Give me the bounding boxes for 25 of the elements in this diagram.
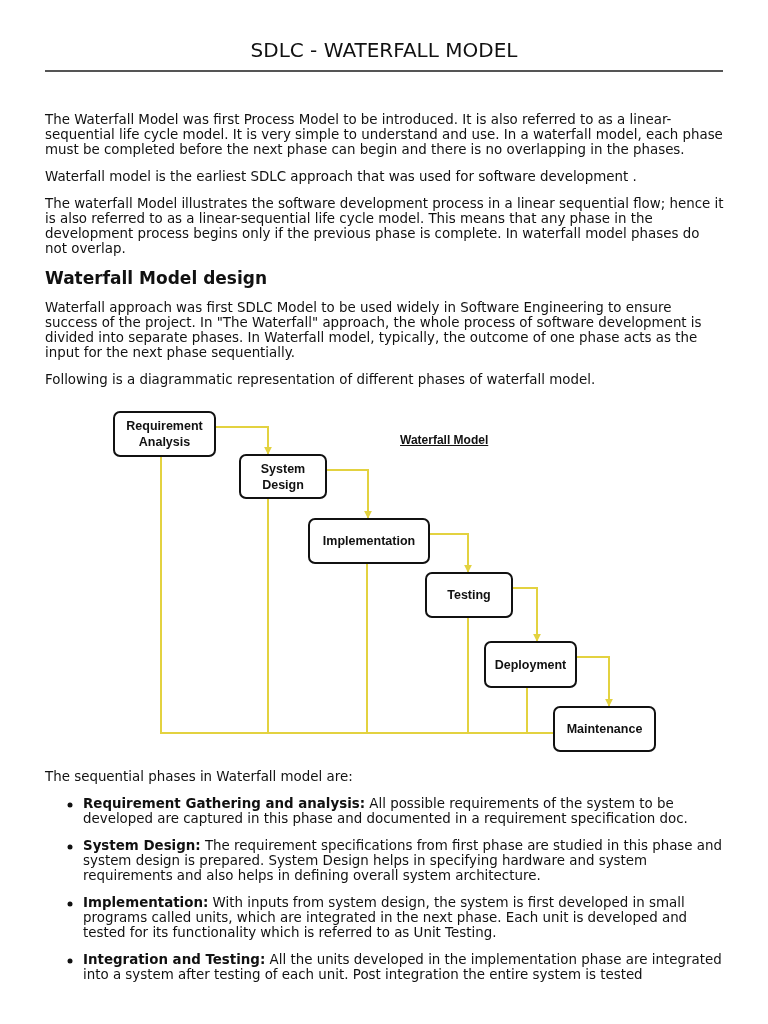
connector-line xyxy=(526,687,554,734)
paragraph: The Waterfall Model was first Process Model to be introduced. It is also referred to as a linear-sequential life cycle model. It is very simple to understand and use. In a waterfall model, each phase must be completed before the next phase can begin and there is no overlapping in the phases. xyxy=(45,112,724,157)
process-box: Maintenance xyxy=(553,706,656,752)
process-box: System Design xyxy=(239,454,327,499)
arrow xyxy=(576,656,613,707)
bullet-item: Implementation: With inputs from system design, the system is first developed in small programs called units, which are integrated in the next phase. Each unit is developed and tested for its functionality which is referred to as Unit Testing. xyxy=(83,895,689,940)
page-title: SDLC - WATERFALL MODEL xyxy=(249,38,519,62)
arrow xyxy=(215,426,272,455)
bullet-item: Integration and Testing: All the units developed in the implementation phase are integrated into a system after testing of each unit. Post integration the entire system is tested xyxy=(83,952,723,982)
paragraph: Waterfall approach was first SDLC Model to be used widely in Software Engineering to ensure success of the project. In "The Waterfall" approach, the whole process of software development is divided into separate phases. In Waterfall model, typically, the outcome of one phase acts as the input for the next phase sequentially. xyxy=(45,300,703,360)
process-box: Implementation xyxy=(308,518,430,564)
paragraph: Waterfall model is the earliest SDLC approach that was used for software development . xyxy=(45,169,638,184)
process-box: Testing xyxy=(425,572,513,618)
bullet-item: Requirement Gathering and analysis: All possible requirements of the system to be developed are captured in this phase and documented in a requirement specification doc. xyxy=(83,796,689,826)
arrow xyxy=(429,533,472,573)
arrow xyxy=(326,469,372,519)
arrow xyxy=(512,587,541,642)
bullet-item: System Design: The requirement specifications from first phase are studied in this phase and system design is prepared. System Design helps in specifying hardware and system requirements and also helps in defining overall system architecture. xyxy=(83,838,723,883)
process-box: Deployment xyxy=(484,641,577,688)
underlined-label: Waterfall Model xyxy=(400,433,489,448)
paragraph: The waterfall Model illustrates the software development process in a linear sequential flow; hence it is also referred to as a linear-sequential life cycle model. This means that any phase in the development process begins only if the previous phase is complete. In waterfall model phases do not overlap. xyxy=(45,196,725,256)
section-heading: Waterfall Model design xyxy=(45,268,269,288)
paragraph: The sequential phases in Waterfall model are: xyxy=(45,769,354,784)
paragraph: Following is a diagrammatic representation of different phases of waterfall model. xyxy=(45,372,597,387)
process-box: Requirement Analysis xyxy=(113,411,216,457)
